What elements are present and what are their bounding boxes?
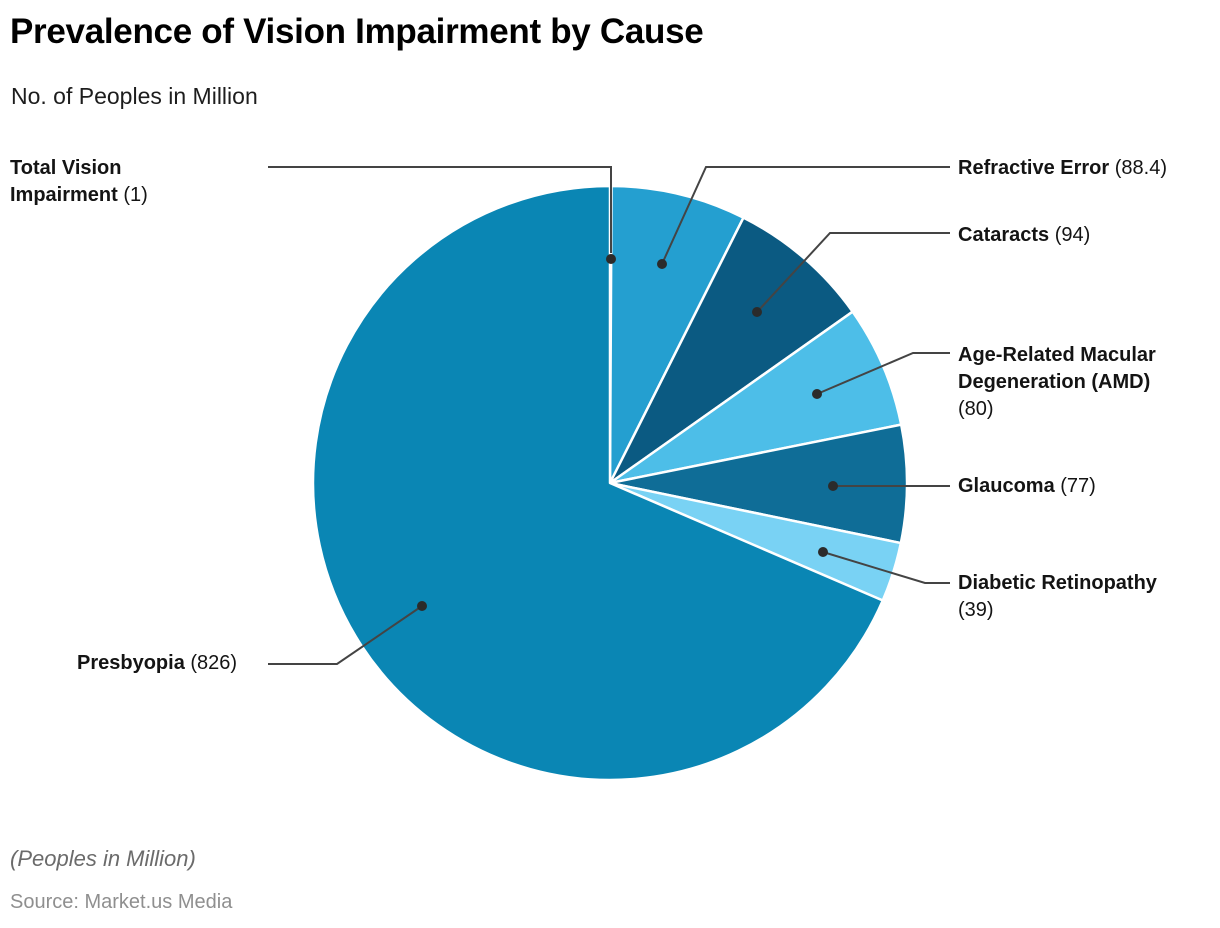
marker-dot-dr bbox=[818, 547, 828, 557]
leader-line-re bbox=[661, 166, 950, 265]
leader-line-tvi bbox=[268, 166, 612, 253]
chart-subtitle: No. of Peoples in Million bbox=[11, 83, 258, 109]
marker-dot-amd bbox=[812, 389, 822, 399]
label-presbyopia: Presbyopia (826) bbox=[77, 650, 337, 677]
label-glaucoma: Glaucoma (77) bbox=[958, 473, 1208, 500]
label-value: (80) bbox=[958, 398, 994, 420]
label-total-vision-impairment: Total Vision Impairment (1) bbox=[10, 155, 180, 209]
label-value: (88.4) bbox=[1114, 157, 1167, 179]
label-value: (94) bbox=[1054, 224, 1091, 246]
leader-line-pres bbox=[268, 605, 423, 665]
leader-line-dr bbox=[822, 551, 950, 584]
pie-slice-re bbox=[608, 184, 745, 485]
marker-dot-tvi bbox=[606, 254, 616, 264]
label-name: Cataracts bbox=[958, 224, 1050, 246]
pie-slice-gla bbox=[608, 423, 909, 545]
marker-dot-gla bbox=[828, 481, 838, 491]
unit-note: (Peoples in Million) bbox=[10, 846, 196, 871]
label-value: (77) bbox=[1060, 475, 1096, 497]
label-name: Total Vision Impairment bbox=[10, 157, 122, 206]
label-name: Glaucoma bbox=[958, 475, 1055, 497]
label-value: (39) bbox=[958, 599, 994, 621]
label-name: Age-Related Macular Degeneration (AMD) bbox=[958, 344, 1156, 393]
label-name: Diabetic Retinopathy bbox=[958, 572, 1157, 594]
label-amd: Age-Related Macular Degeneration (AMD) (… bbox=[958, 342, 1190, 423]
label-name: Presbyopia bbox=[77, 652, 185, 674]
pie-slice-cat bbox=[608, 216, 854, 485]
source-credit: Source: Market.us Media bbox=[10, 891, 233, 913]
label-name: Refractive Error bbox=[958, 157, 1110, 179]
label-value: (1) bbox=[123, 184, 148, 206]
label-diabetic-retinopathy: Diabetic Retinopathy (39) bbox=[958, 570, 1190, 624]
leader-line-cat bbox=[756, 232, 950, 313]
marker-dot-pres bbox=[417, 601, 427, 611]
leader-line-amd bbox=[816, 352, 950, 395]
label-value: (826) bbox=[190, 652, 238, 674]
label-refractive-error: Refractive Error (88.4) bbox=[958, 155, 1208, 182]
marker-dot-re bbox=[657, 259, 667, 269]
marker-dot-cat bbox=[752, 307, 762, 317]
chart-title: Prevalence of Vision Impairment by Cause bbox=[10, 12, 704, 51]
label-cataracts: Cataracts (94) bbox=[958, 222, 1208, 249]
